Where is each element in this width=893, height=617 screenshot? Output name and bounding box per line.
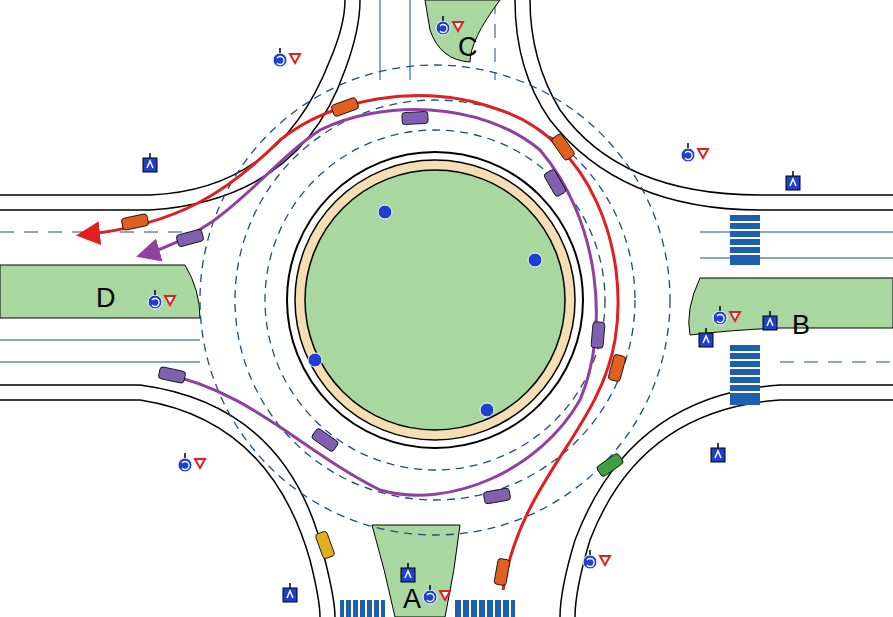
approach-letter: A [403, 586, 421, 613]
approach-letter: C [458, 34, 478, 61]
approach-letter: D [96, 285, 116, 312]
approach-letter: B [792, 312, 810, 339]
